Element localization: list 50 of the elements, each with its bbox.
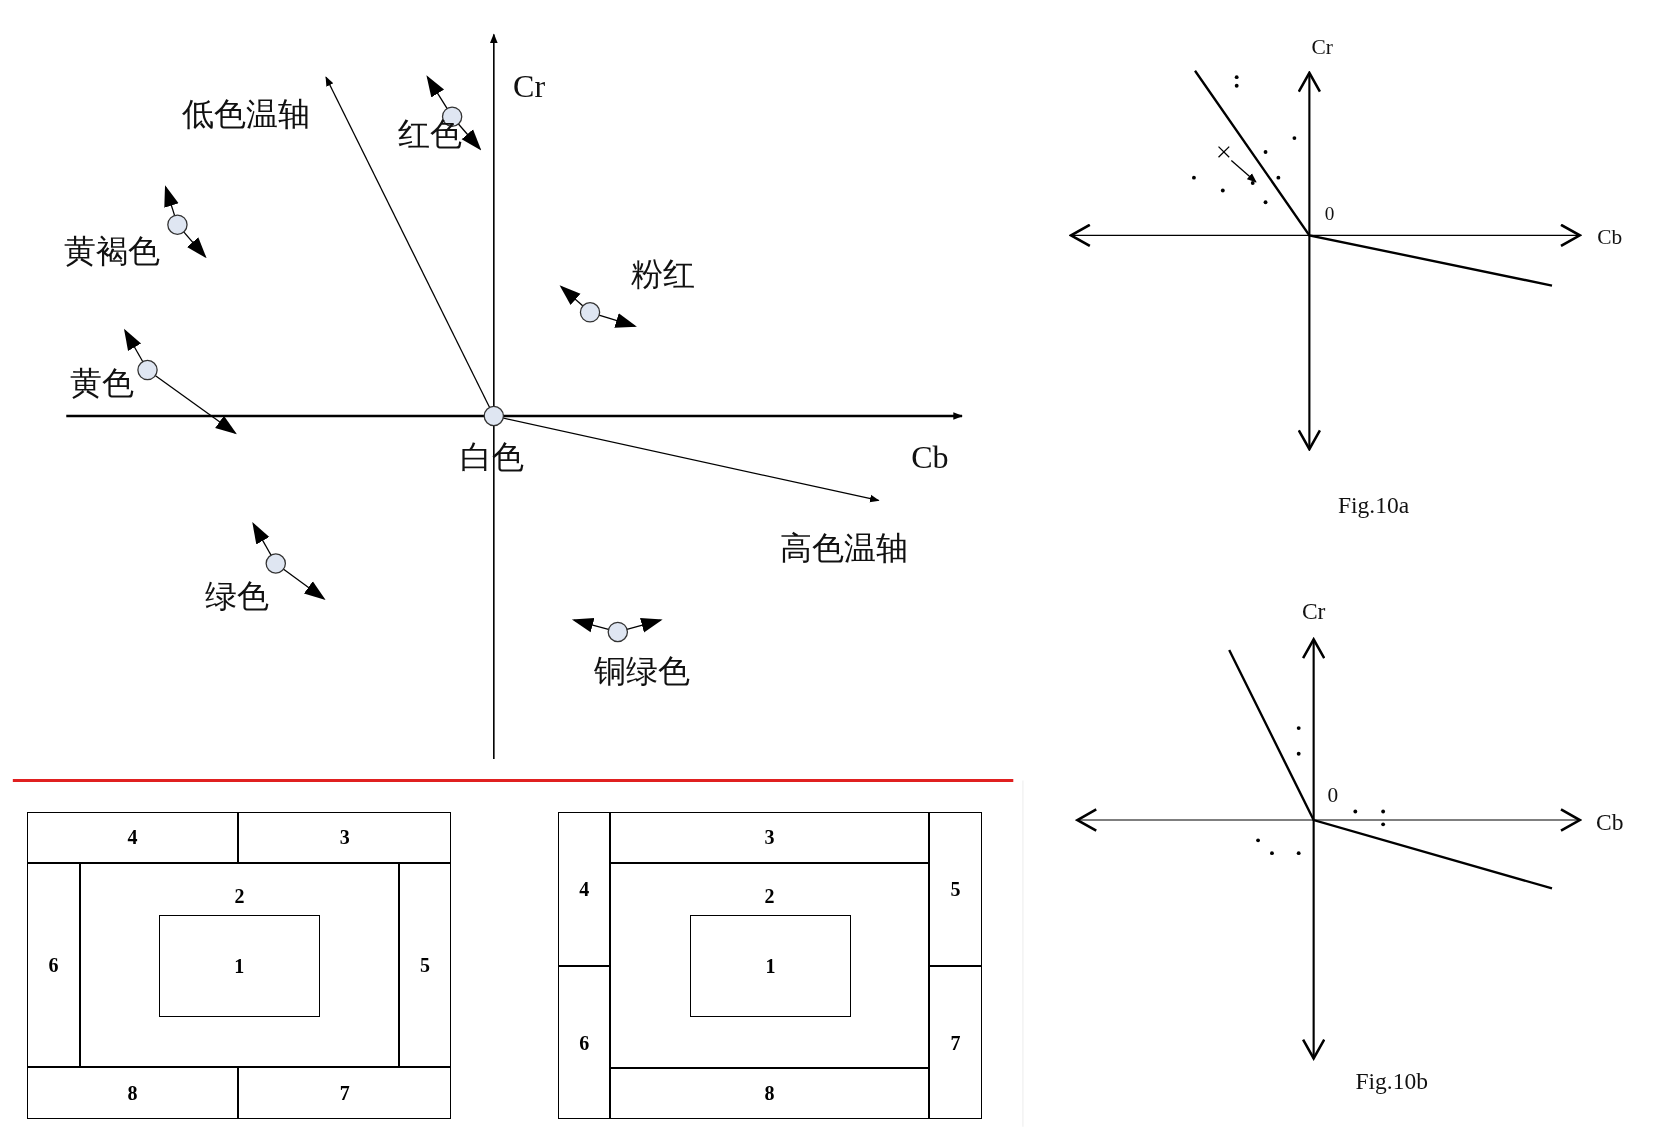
region-box: [26, 862, 81, 1067]
region-box: [928, 966, 983, 1120]
axis-label: 红色: [397, 117, 462, 150]
axis-label: 低色温轴: [181, 98, 310, 131]
region-box: [610, 812, 929, 863]
region-number: 4: [127, 827, 138, 848]
axis-label: 黄褐色: [64, 235, 161, 268]
region-number: 3: [764, 827, 775, 848]
region-number: 3: [339, 827, 350, 848]
axis-label: 铜绿色: [594, 655, 691, 688]
region-box: [610, 862, 929, 1068]
region-box: [26, 1066, 239, 1120]
region-number: 4: [579, 879, 590, 900]
region-box: [557, 966, 611, 1120]
region-number: 1: [234, 956, 245, 977]
region-number: 8: [764, 1083, 775, 1104]
region-number: 5: [950, 879, 961, 900]
axis-label: 绿色: [205, 580, 270, 613]
region-number: 2: [234, 885, 245, 906]
region-box: [159, 914, 320, 1018]
axis-label: Cr: [1301, 600, 1326, 625]
region-box: [26, 812, 239, 863]
region-number: 1: [765, 956, 776, 977]
region-number: 2: [764, 885, 775, 906]
region-box: [690, 914, 851, 1018]
axis-label: Fig.10a: [1337, 493, 1410, 518]
region-box: [610, 1067, 929, 1120]
axis-label: Cr: [1311, 37, 1333, 59]
region-box: [238, 812, 452, 863]
axis-label: Cb: [1596, 811, 1624, 835]
axis-label: 黄色: [69, 366, 134, 399]
axis-label: Cb: [911, 441, 949, 474]
region-number: 6: [48, 954, 59, 975]
axis-label: 0: [1327, 785, 1339, 807]
axis-label: Cr: [513, 69, 546, 102]
region-number: 7: [339, 1082, 350, 1103]
region-number: 7: [950, 1032, 961, 1053]
region-box: [238, 1066, 452, 1120]
region-number: 6: [579, 1032, 590, 1053]
region-number: 5: [419, 954, 430, 975]
region-box: [80, 862, 399, 1067]
region-box: [928, 812, 983, 967]
region-box: [398, 862, 452, 1067]
region-box: [557, 812, 611, 967]
axis-label: 粉红: [630, 257, 695, 290]
axis-label: Fig.10b: [1355, 1069, 1428, 1094]
axis-label: 高色温轴: [780, 532, 909, 565]
axis-label: Cb: [1597, 227, 1623, 250]
axis-label: 0: [1324, 204, 1335, 224]
region-number: 8: [127, 1082, 138, 1103]
